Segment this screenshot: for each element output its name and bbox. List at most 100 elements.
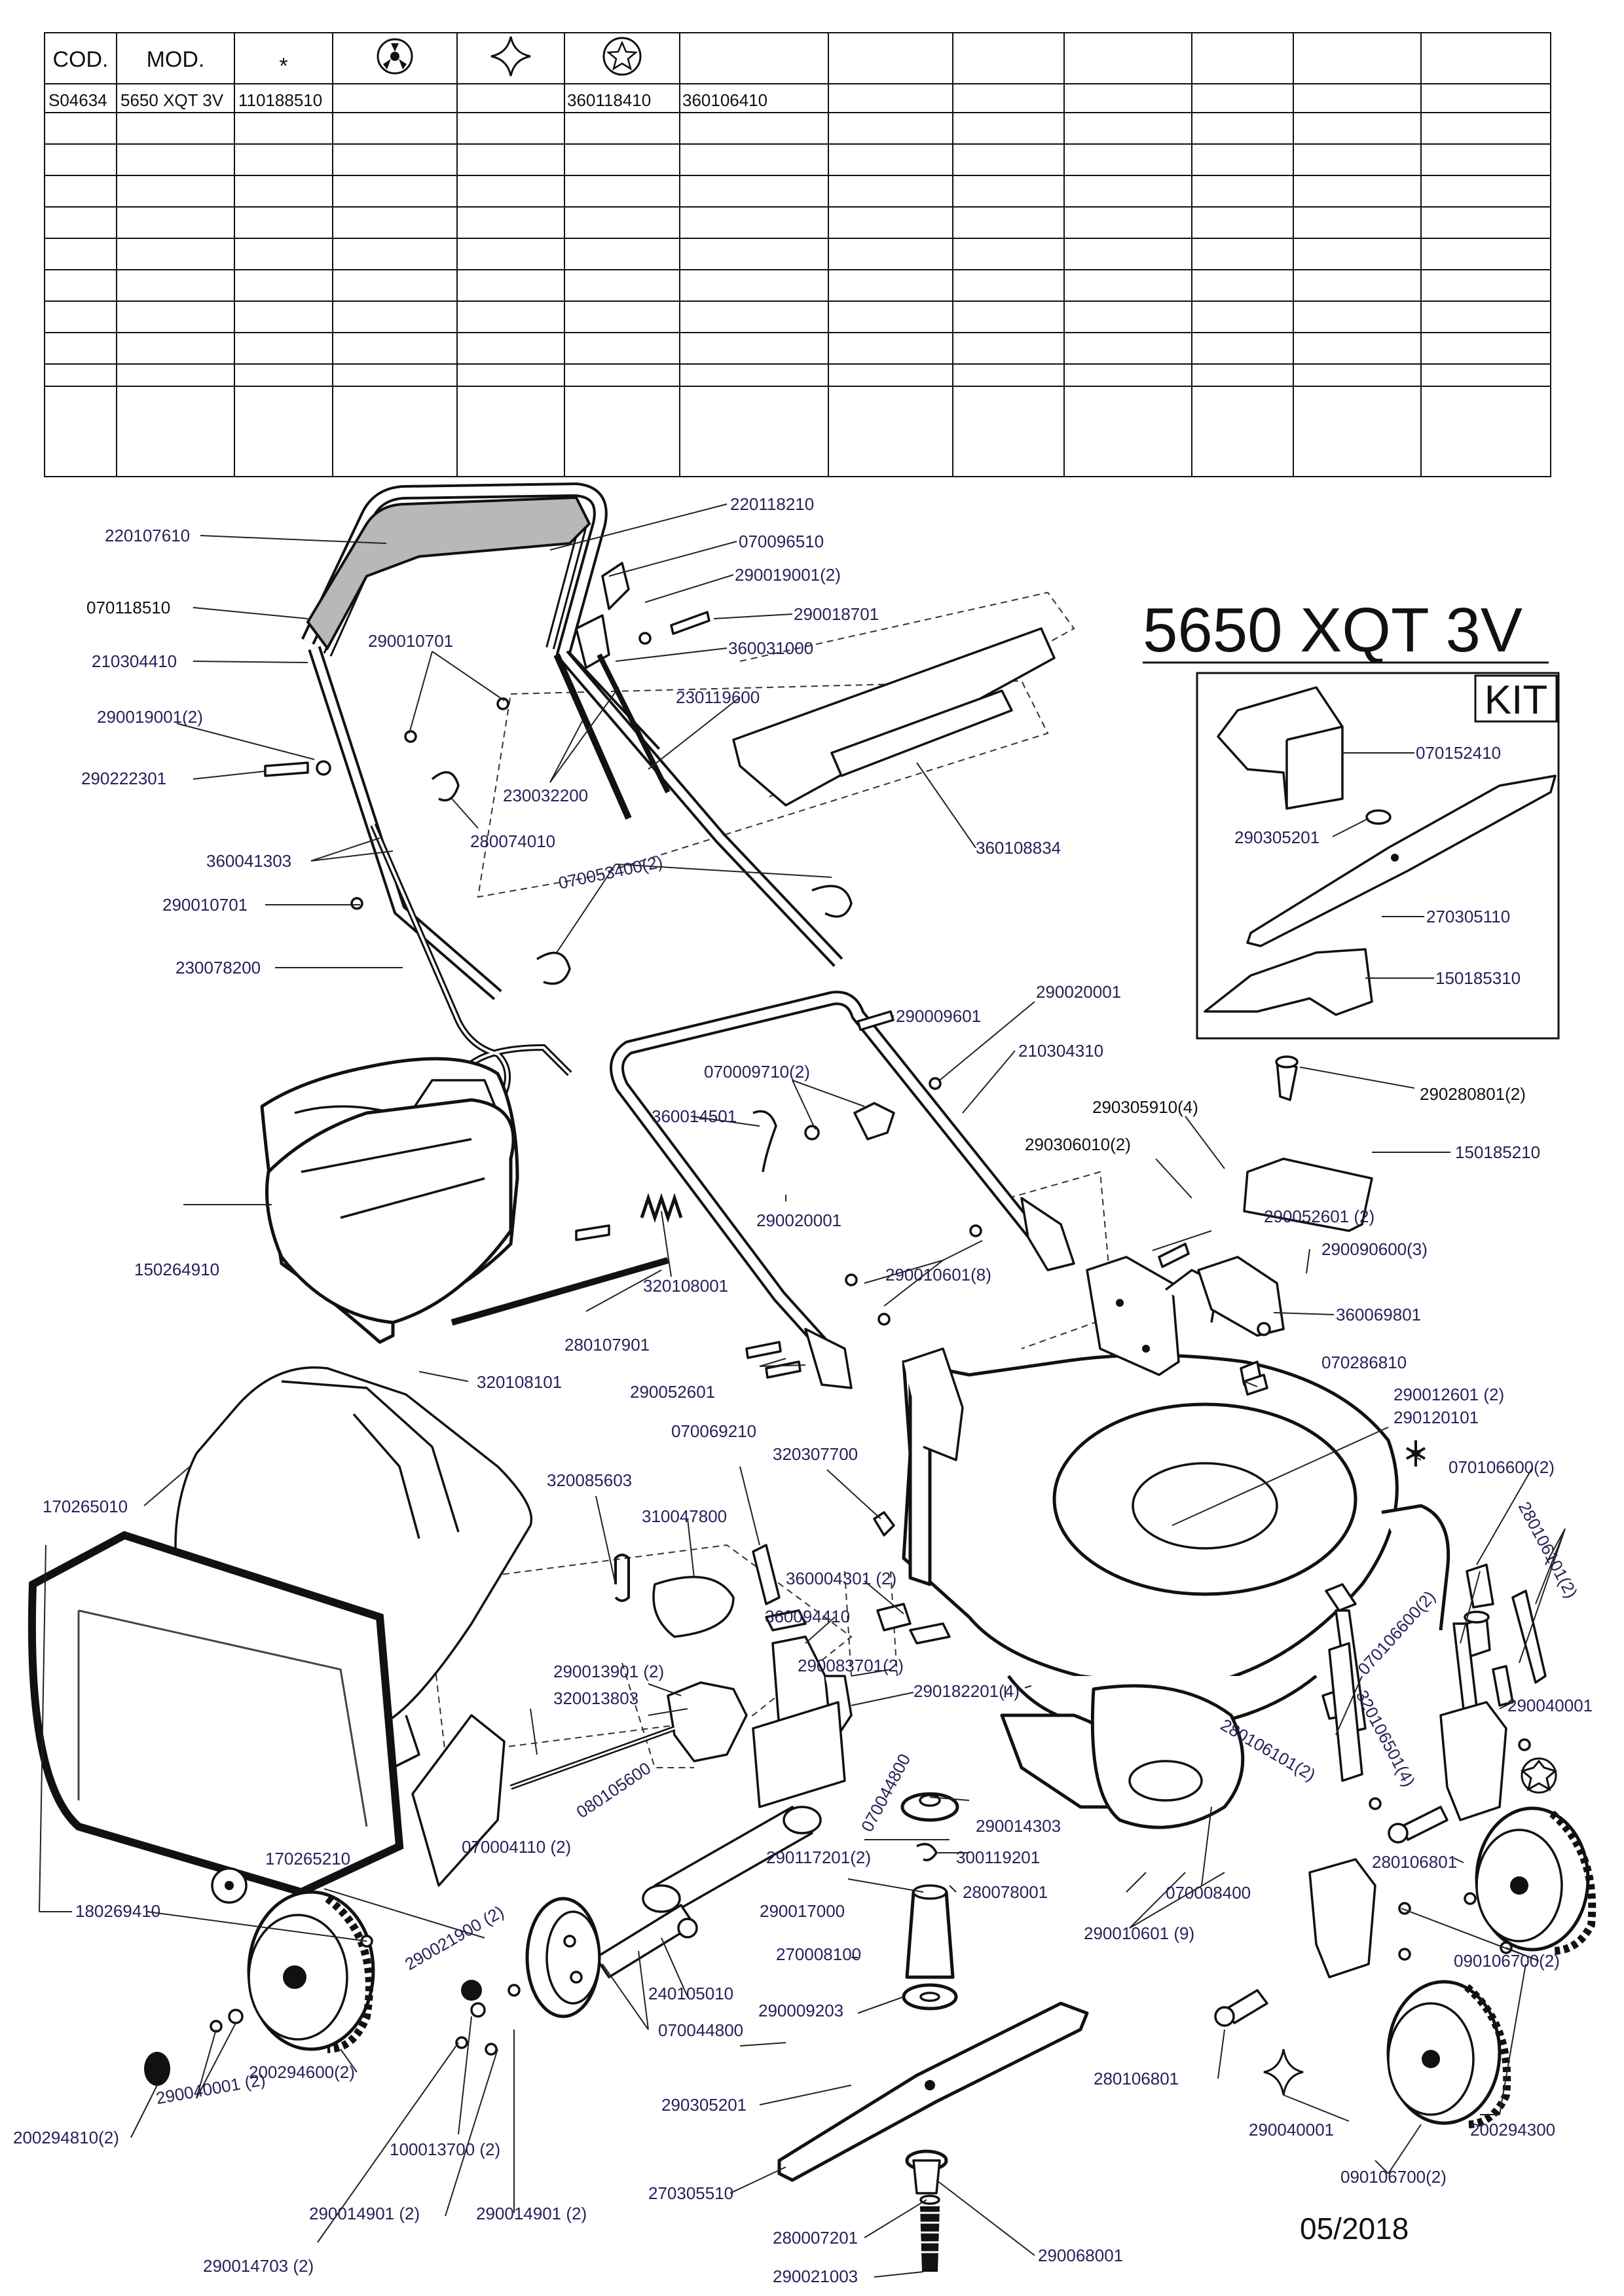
front-right-wheel-lower: [1386, 1980, 1511, 2128]
callout-290040001: 290040001: [1249, 2120, 1334, 2140]
kit-box: KIT 070152410 290305201 270305110 150185…: [1196, 672, 1560, 1040]
callout-070106600-2-top: 070106600(2): [1449, 1457, 1555, 1477]
callout-280106801: 280106801: [1094, 2069, 1179, 2088]
star-bolt-icon: [490, 36, 531, 77]
callout-290020001-top: 290020001: [1036, 982, 1121, 1002]
callout-290222301: 290222301: [81, 769, 166, 788]
callout-360014501: 360014501: [652, 1106, 737, 1126]
blade-adapter-icon: [377, 38, 413, 75]
callout-290013901-2: 290013901 (2): [553, 1662, 664, 1681]
lower-handle-assembly: [451, 991, 1075, 1389]
callout-270305510: 270305510: [648, 2183, 733, 2203]
callout-kit-150185310: 150185310: [1435, 968, 1521, 988]
callout-290018701: 290018701: [794, 604, 879, 624]
callout-170265210: 170265210: [265, 1849, 350, 1868]
callout-230119600: 230119600: [676, 687, 760, 707]
callout-290021003: 290021003: [773, 2267, 858, 2286]
callout-280107901: 280107901: [564, 1335, 650, 1355]
cell-star-part: 110188510: [238, 90, 322, 110]
callout-360069801: 360069801: [1336, 1305, 1421, 1324]
kit-label: KIT: [1485, 678, 1547, 723]
callout-150264910: 150264910: [134, 1260, 219, 1279]
callout-240105010: 240105010: [648, 1984, 733, 2003]
callout-230032200: 230032200: [503, 786, 588, 805]
callout-360041303: 360041303: [206, 851, 291, 871]
col-header-mod: MOD.: [147, 47, 205, 72]
callout-070106600-2: 070106600(2): [1354, 1587, 1439, 1679]
callout-210304310: 210304310: [1018, 1041, 1103, 1061]
rear-wheel-hub: [455, 1897, 601, 2056]
callout-290083701-2: 290083701(2): [798, 1656, 904, 1675]
callout-kit-270305110: 270305110: [1426, 907, 1510, 926]
callout-290010601-8: 290010601(8): [885, 1265, 991, 1285]
callout-290305910-4: 290305910(4): [1092, 1097, 1198, 1117]
callout-290090600-3: 290090600(3): [1321, 1239, 1428, 1259]
callout-280074010: 280074010: [470, 831, 555, 851]
kit-deflector: [1204, 948, 1373, 1016]
rear-left-wheel: [144, 1867, 375, 2086]
cell-star-bolt-part: 360118410: [567, 90, 651, 110]
callout-300119201: 300119201: [956, 1848, 1040, 1867]
callout-290305201: 290305201: [661, 2095, 747, 2115]
callout-100013700-2: 100013700 (2): [390, 2140, 500, 2159]
callout-180269410: 180269410: [75, 1901, 160, 1921]
callout-070044800: 070044800: [658, 2020, 743, 2040]
callout-290052601-2: 290052601 (2): [1264, 1207, 1375, 1226]
callout-290012601-2: 290012601 (2): [1393, 1385, 1504, 1404]
callout-290117201-2: 290117201(2): [766, 1848, 871, 1867]
callout-280007201: 280007201: [773, 2228, 858, 2248]
callout-080105600: 080105600: [573, 1758, 655, 1822]
callout-290017000: 290017000: [760, 1901, 845, 1921]
callout-070096510: 070096510: [739, 532, 824, 551]
callout-320307700: 320307700: [773, 1444, 858, 1464]
callout-290009203: 290009203: [758, 2001, 843, 2020]
callout-290019001-2: 290019001(2): [97, 707, 203, 727]
callout-360094410: 360094410: [765, 1607, 850, 1626]
callout-290019001-2-top: 290019001(2): [735, 565, 841, 585]
cell-mod: 5650 XQT 3V: [120, 90, 224, 110]
callout-360004301-2: 360004301 (2): [786, 1569, 896, 1588]
blade-stack: [777, 1792, 1089, 2272]
callout-290010701: 290010701: [162, 895, 248, 915]
callout-320108101: 320108101: [477, 1372, 562, 1392]
cell-star-wheel-part: 360106410: [682, 90, 767, 110]
model-title: 5650 XQT 3V: [1143, 595, 1522, 665]
callout-090106700-2-top: 090106700(2): [1454, 1951, 1560, 1971]
callout-200294300: 200294300: [1470, 2120, 1555, 2140]
callout-230078200: 230078200: [175, 958, 261, 977]
callout-360108834: 360108834: [976, 838, 1061, 858]
callout-kit-070152410: 070152410: [1416, 743, 1501, 763]
callout-290040001-2: 290040001 (2): [155, 2069, 267, 2108]
cell-cod: S04634: [48, 90, 107, 110]
callout-290014303: 290014303: [976, 1816, 1061, 1836]
callout-150185210: 150185210: [1455, 1142, 1540, 1162]
star-wheel-icon: [602, 37, 642, 76]
callout-290020001: 290020001: [756, 1211, 841, 1230]
callout-290040001-right: 290040001: [1507, 1696, 1593, 1715]
callout-290009601: 290009601: [896, 1006, 981, 1026]
front-axle-parts: [1214, 1440, 1558, 2096]
kit-washer: [1365, 809, 1392, 825]
callout-290280801-2: 290280801(2): [1420, 1084, 1526, 1104]
callout-290010701-top: 290010701: [368, 631, 453, 651]
callout-290010601-9: 290010601 (9): [1084, 1923, 1194, 1943]
callout-kit-290305201: 290305201: [1234, 828, 1320, 847]
callout-170265010: 170265010: [43, 1497, 128, 1516]
callout-290014703-2: 290014703 (2): [203, 2256, 314, 2276]
callout-220107610: 220107610: [105, 526, 190, 545]
front-right-wheel-upper: [1475, 1806, 1596, 1955]
flap-150185210: [1243, 1055, 1373, 1232]
callout-070044800-center: 070044800: [857, 1751, 915, 1835]
callout-070004110-2: 070004110 (2): [462, 1837, 571, 1857]
callout-200294600-2: 200294600(2): [249, 2062, 355, 2082]
callout-070286810: 070286810: [1321, 1353, 1407, 1372]
callout-070009710-2: 070009710(2): [704, 1062, 810, 1082]
callout-310047800: 310047800: [642, 1506, 727, 1526]
callout-320085603: 320085603: [547, 1470, 632, 1490]
callout-070008400: 070008400: [1166, 1883, 1251, 1903]
callout-290120101: 290120101: [1393, 1408, 1479, 1427]
callout-360031000: 360031000: [728, 638, 813, 658]
callout-290014901-2-left: 290014901 (2): [309, 2204, 420, 2223]
kit-mulch-plug: [1217, 686, 1344, 810]
